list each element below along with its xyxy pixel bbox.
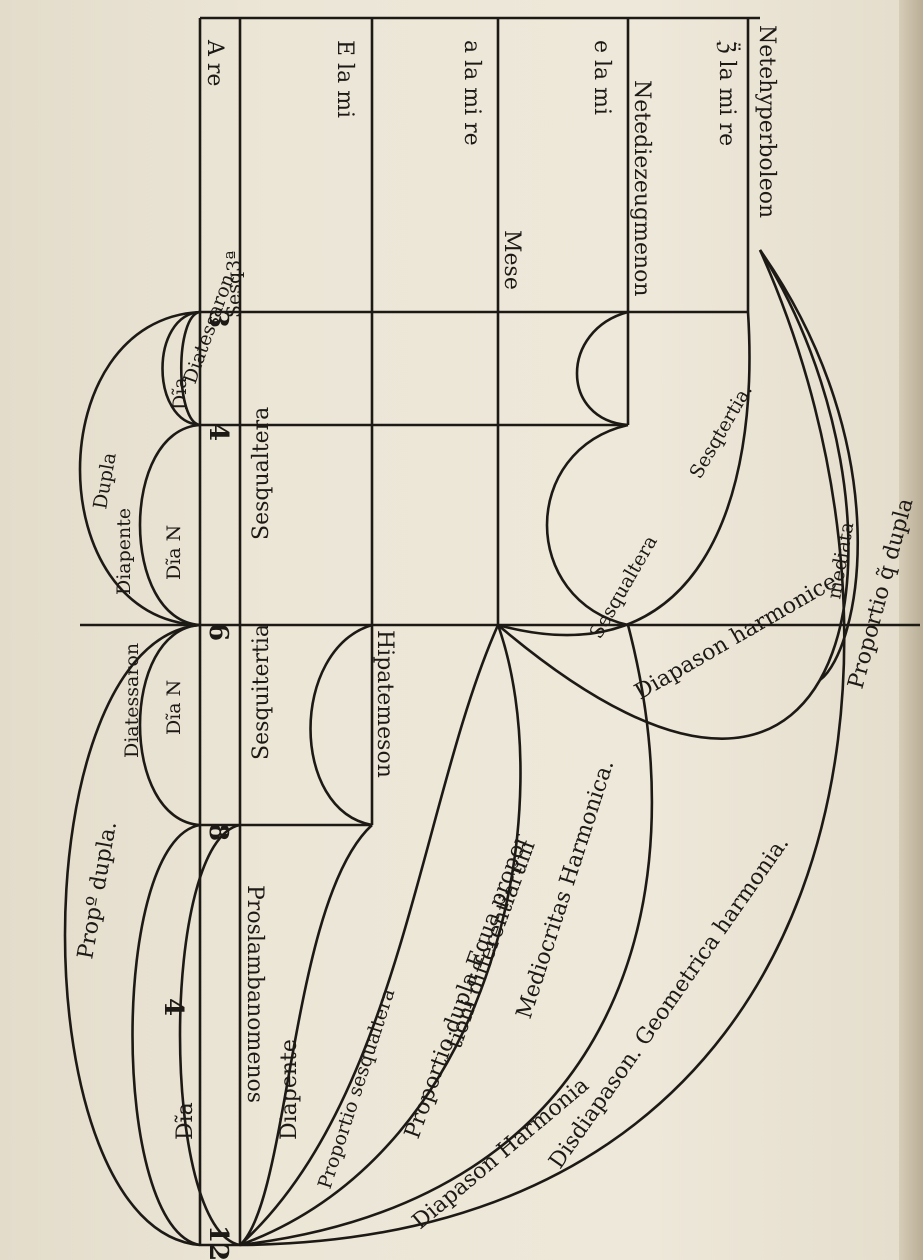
number-3: 3 (203, 310, 233, 328)
label-sesq-short: Sesq3ª (223, 251, 245, 318)
book-spine (899, 0, 923, 1260)
label-mediata: mediata (823, 520, 858, 600)
number-4: 4 (203, 423, 233, 441)
number-4-left: 4 (158, 998, 188, 1016)
arc-disdiapason (239, 249, 846, 1247)
note-mese: Mese (499, 230, 524, 290)
number-12: 12 (203, 1225, 233, 1260)
note-e-la-mi-lower: e la mi (589, 40, 614, 115)
arc-dia-small-top (180, 310, 201, 427)
arc-sesquitertia-left (309, 623, 373, 827)
note-nete-hyperboleon: Netehyperboleon (754, 25, 779, 218)
label-diapente-mid: Diapente (113, 508, 135, 595)
label-sesquitertia-left: Sesquitertia (249, 624, 274, 760)
note-gg-la-mi-re: ℨ̈ la mi re (714, 40, 741, 146)
note-hypatemeson: Hipatemeson (372, 630, 397, 778)
arc-mediocritas (239, 624, 522, 1247)
arc-diapason-harmonia (239, 624, 654, 1247)
label-sesquitertia-top: Sesqtertia. (685, 380, 757, 482)
label-diatessaron-mid: Diatessaron (121, 643, 143, 758)
arc-proportio-dupla-equa (239, 624, 500, 1246)
label-dia-n-mid: Dĩa N (163, 525, 185, 580)
note-table (80, 16, 920, 1247)
note-proslambanomenos: Proslambanomenos (242, 885, 267, 1103)
label-dupla-top: Dupla (89, 451, 121, 511)
label-sesquialtera-left: Sesqualtera (249, 407, 274, 540)
label-diapente-left: Diapente (277, 1039, 302, 1140)
arc-diatessaron-top (161, 310, 201, 427)
number-6: 6 (203, 623, 233, 641)
arc-diapason-harmonice (497, 311, 751, 637)
arc-diapente-mid (138, 423, 201, 627)
arc-diapente-left (178, 823, 241, 1247)
note-nete-diezeugmenon: Netediezeugmenon (629, 80, 654, 297)
arc-sesq-proportio (239, 824, 373, 1246)
label-diapason-harmonice: Diapason harmonice (631, 569, 842, 705)
label-dia-n-mid2: Dĩa N (163, 680, 185, 735)
interval-arcs (63, 249, 860, 1247)
arc-sesquitertia-top (575, 310, 629, 427)
arc-diatessaron-mid (138, 623, 201, 827)
arc-mediata (758, 249, 860, 682)
label-mediocritas-harmonica: Mediocritas Harmonica. (512, 757, 619, 1022)
arc-sesquialtera-mid (545, 423, 629, 627)
label-disdiapason: Disdiapason. Geometrica harmonia. (544, 832, 794, 1174)
label-proportio-sesq: Proportio sesqualtera (314, 986, 400, 1192)
arc-dupla-top (78, 310, 201, 627)
ratio-numbers: 3 4 6 8 12 4 (158, 310, 233, 1260)
arc-dia-left (131, 823, 201, 1247)
note-a-la-mi-re: a la mi re (459, 40, 484, 146)
label-tioni-differentiarum: tioni differentiarum (442, 837, 541, 1052)
arc-propo-dupla (63, 623, 201, 1247)
label-propo-dupla: Propº dupla. (73, 819, 122, 961)
note-names: A re E la mi a la mi re e la mi ℨ̈ la mi… (202, 25, 779, 1103)
label-dia-left: Dĩa (173, 1102, 198, 1140)
number-8: 8 (203, 823, 233, 841)
note-e-la-mi: E la mi (332, 40, 357, 118)
label-dia-top: Dĩa - (169, 365, 191, 410)
note-a-re: A re (202, 39, 227, 86)
